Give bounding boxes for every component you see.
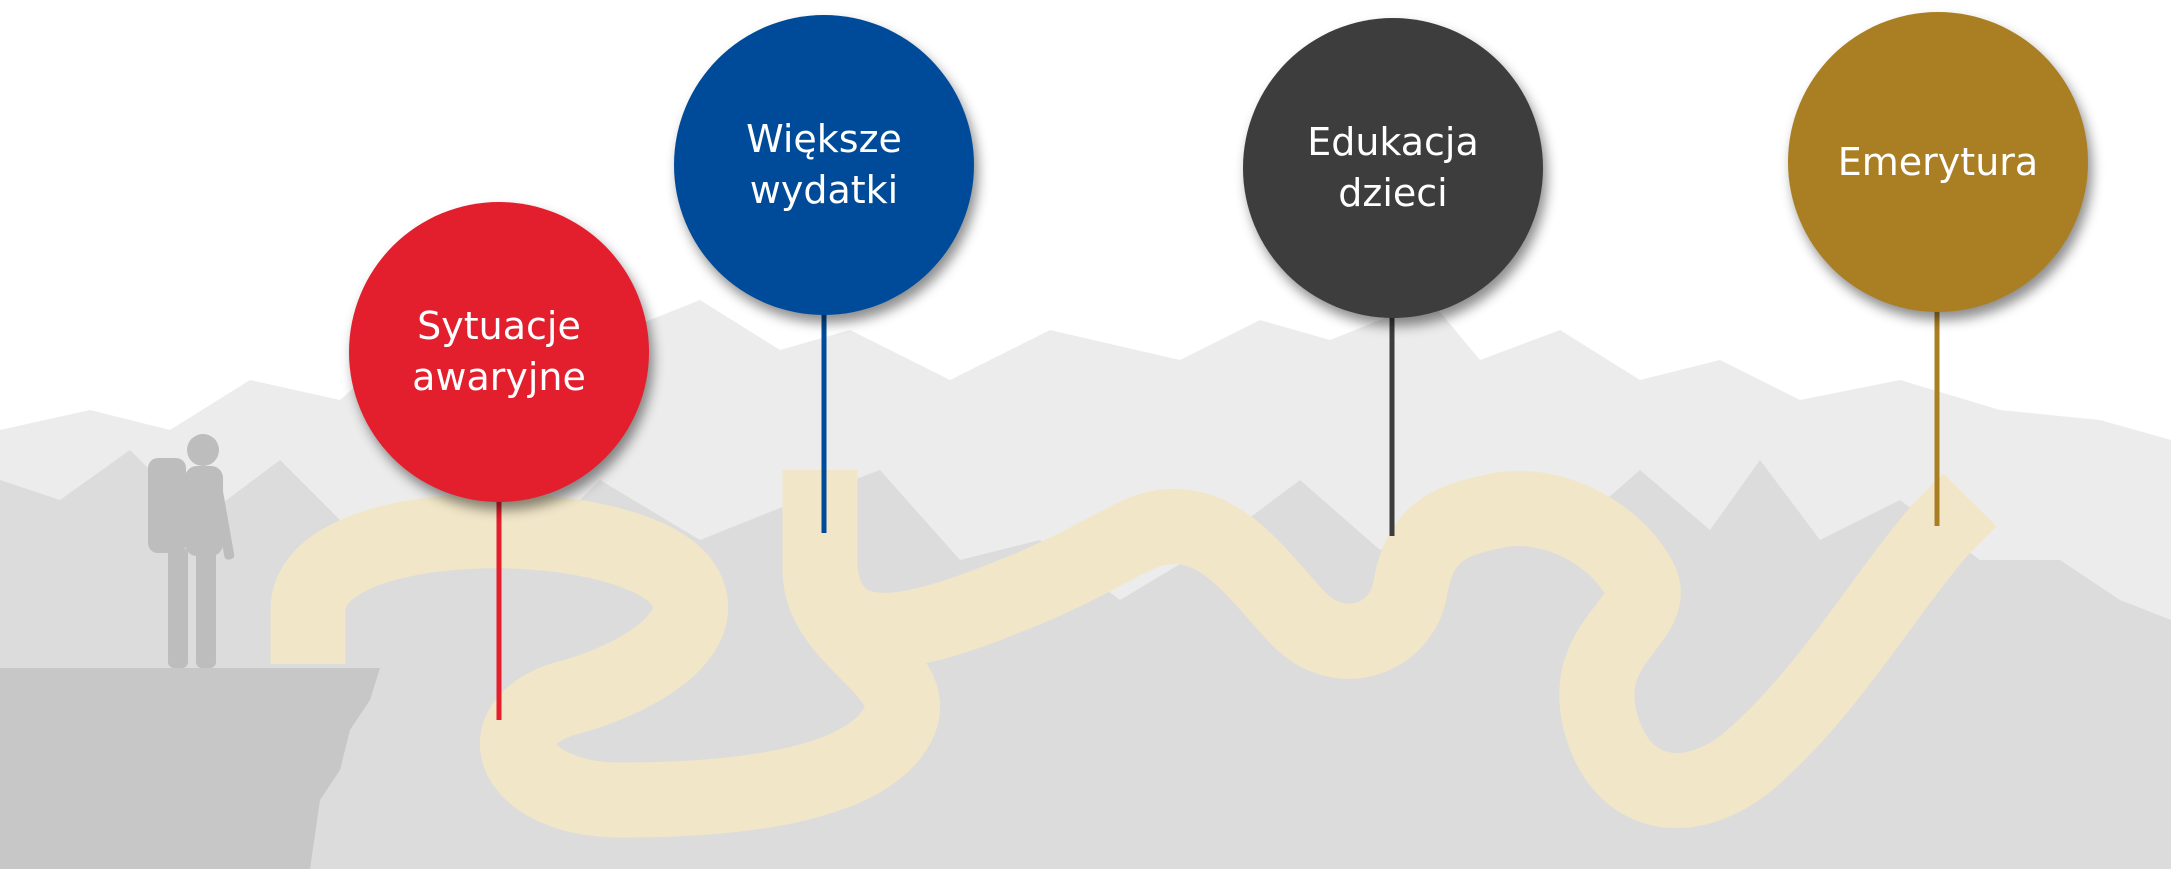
milestone-emergencies: Sytuacje awaryjne [349, 202, 649, 502]
milestone-label: Sytuacje awaryjne [412, 304, 586, 399]
milestone-children-education: Edukacja dzieci [1243, 18, 1543, 318]
milestone-retirement: Emerytura [1788, 12, 2088, 312]
road-path-2 [782, 471, 1997, 828]
milestone-label: Edukacja dzieci [1307, 120, 1479, 215]
milestone-big-expenses: Większe wydatki [674, 15, 974, 315]
cliff [0, 668, 380, 869]
milestone-label: Większe wydatki [746, 117, 902, 212]
milestone-label: Emerytura [1837, 139, 2039, 184]
hiker-icon [148, 434, 235, 668]
